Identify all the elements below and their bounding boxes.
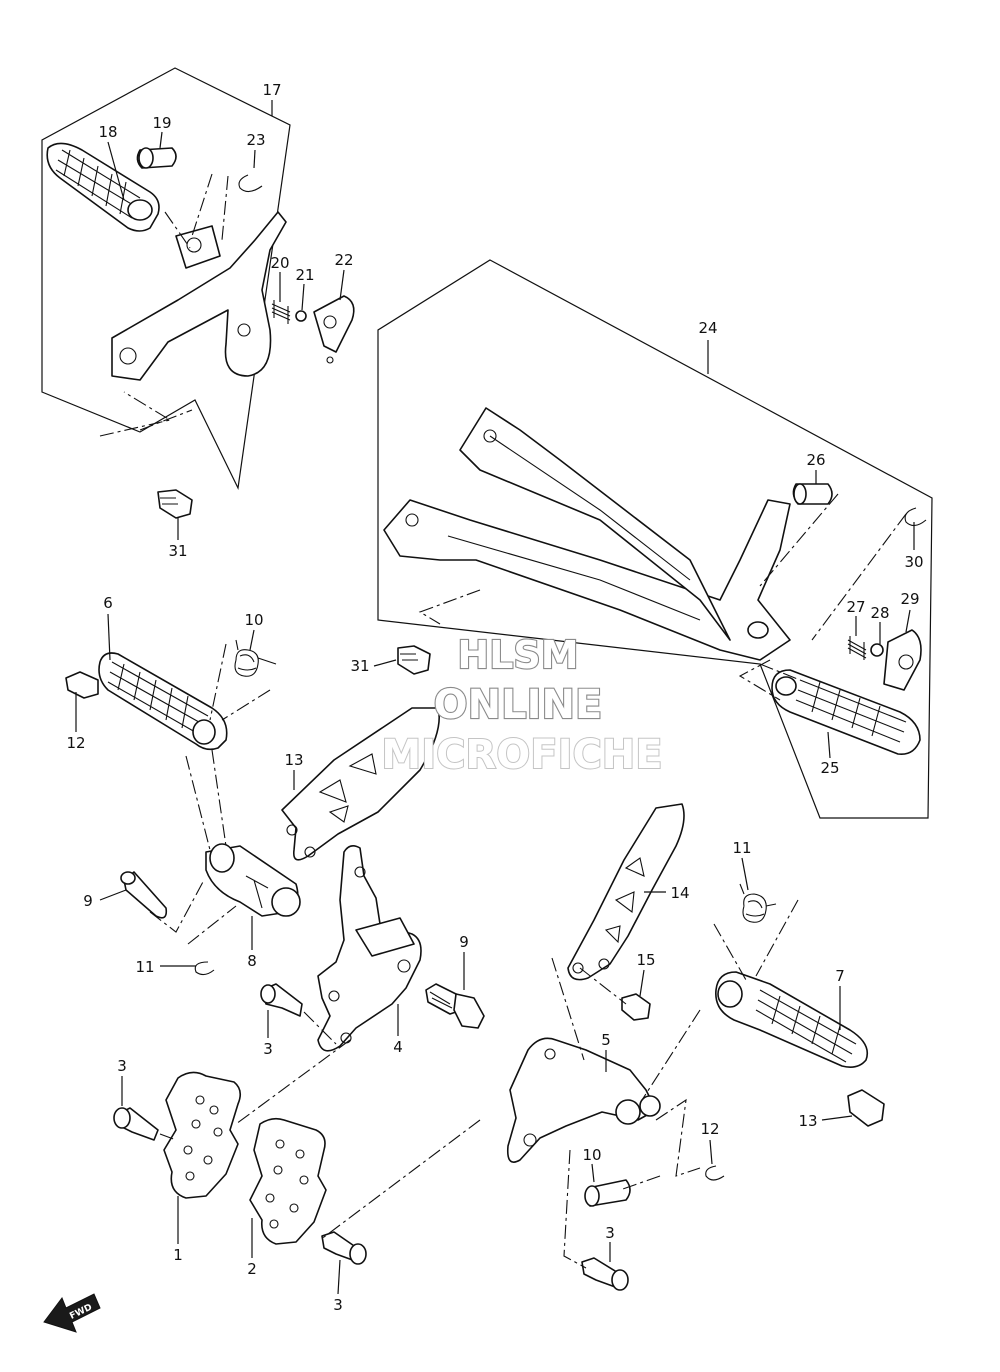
callout-5: 5: [601, 1031, 611, 1049]
part-29-plate: [883, 629, 922, 691]
watermark: HLSM ONLINE MICROFICHE: [380, 632, 663, 779]
fwd-arrow: FWD: [43, 1293, 101, 1333]
callout-13-left: 12: [66, 734, 85, 752]
part-22-plate: [313, 295, 355, 364]
part-10-pin-right: [584, 1179, 631, 1207]
callout-28: 28: [870, 604, 889, 622]
callout-labels: 17 18 19 23 20 21 22 31 24 26 30 27 28 2…: [66, 81, 923, 1314]
part-8-pivot: [205, 843, 301, 917]
callout-26: 26: [806, 451, 825, 469]
callout-16: 15: [636, 951, 655, 969]
part-7-footpeg: [715, 971, 869, 1068]
callout-23: 23: [246, 131, 265, 149]
part-15-heel-plate: [567, 803, 685, 981]
callout-11-right: 11: [732, 839, 751, 857]
callout-4: 4: [393, 1038, 403, 1056]
part-2-plate: [249, 1117, 327, 1245]
part-23-clip: [238, 174, 263, 193]
callout-15: 14: [670, 884, 689, 902]
watermark-line1: HLSM: [457, 633, 578, 677]
part-13-bolt-right: [847, 1089, 885, 1127]
part-21-ball: [295, 310, 307, 322]
callout-25: 25: [820, 759, 839, 777]
callout-31-upper: 31: [168, 542, 187, 560]
part-31-bolt-lower: [397, 645, 431, 675]
callout-19: 19: [152, 114, 171, 132]
part-3-bolt-b: [113, 1107, 159, 1141]
part-10-pin-left: [120, 871, 168, 919]
callout-14: 13: [284, 751, 303, 769]
part-28-ball: [870, 643, 884, 657]
part-30-clip: [904, 507, 927, 527]
part-3-bolt-c: [321, 1231, 367, 1265]
callout-29: 29: [900, 590, 919, 608]
assembly-box-17: [41, 67, 291, 491]
callout-10-right: 10: [582, 1146, 601, 1164]
part-25-footpeg: [771, 669, 921, 756]
callout-30: 30: [904, 553, 923, 571]
callout-3-b: 3: [117, 1057, 127, 1075]
callout-12-right: 12: [700, 1120, 719, 1138]
callout-9: 9: [459, 933, 469, 951]
part-19-pin: [136, 147, 177, 169]
callout-27: 27: [846, 598, 865, 616]
part-12-clip-right: [705, 1165, 725, 1181]
callout-8: 8: [247, 952, 257, 970]
part-14-heel-plate: [281, 707, 440, 861]
part-6-footpeg: [98, 652, 228, 751]
bracket-17: [111, 211, 287, 381]
part-9-bolt: [425, 983, 485, 1029]
callout-11-left: 10: [244, 611, 263, 629]
callout-13-right: 13: [798, 1112, 817, 1130]
callout-3-c: 3: [333, 1296, 343, 1314]
watermark-line2: ONLINE: [434, 682, 603, 728]
callout-12-left: 11: [135, 958, 154, 976]
callout-3-d: 3: [605, 1224, 615, 1242]
part-12-clip-left: [194, 961, 215, 976]
part-4-bracket: [317, 844, 422, 1052]
callout-31-lower: 31: [350, 657, 369, 675]
callout-22: 22: [334, 251, 353, 269]
callout-24: 24: [698, 319, 717, 337]
part-18-footpeg: [46, 142, 160, 232]
callout-leaders: [75, 131, 915, 1295]
part-3-bolt-a: [260, 983, 303, 1017]
watermark-line3: MICROFICHE: [381, 732, 662, 778]
callout-10-left: 9: [83, 892, 93, 910]
callout-7: 7: [835, 967, 845, 985]
callout-20: 20: [270, 254, 289, 272]
callout-18: 18: [98, 123, 117, 141]
part-26-pin: [792, 483, 833, 505]
part-27-spring: [847, 636, 867, 660]
part-3-bolt-d: [581, 1257, 629, 1291]
part-24-bracket: [383, 407, 791, 661]
callout-17: 17: [262, 81, 281, 99]
assembly-box-24: [377, 259, 933, 819]
part-16-bolt: [621, 993, 651, 1021]
part-11-spring-right: [739, 883, 777, 923]
part-1-plate: [163, 1071, 242, 1199]
part-20-spring: [271, 300, 291, 324]
part-11-spring-left: [234, 639, 277, 677]
part-5-bracket: [506, 1037, 661, 1163]
part-31-bolt-upper: [157, 489, 193, 519]
part-13-bolt-left: [65, 671, 99, 699]
callout-1: 1: [173, 1246, 183, 1264]
callout-2: 2: [247, 1260, 257, 1278]
callout-21: 21: [295, 266, 314, 284]
callout-6: 6: [103, 594, 113, 612]
callout-3-a: 3: [263, 1040, 273, 1058]
